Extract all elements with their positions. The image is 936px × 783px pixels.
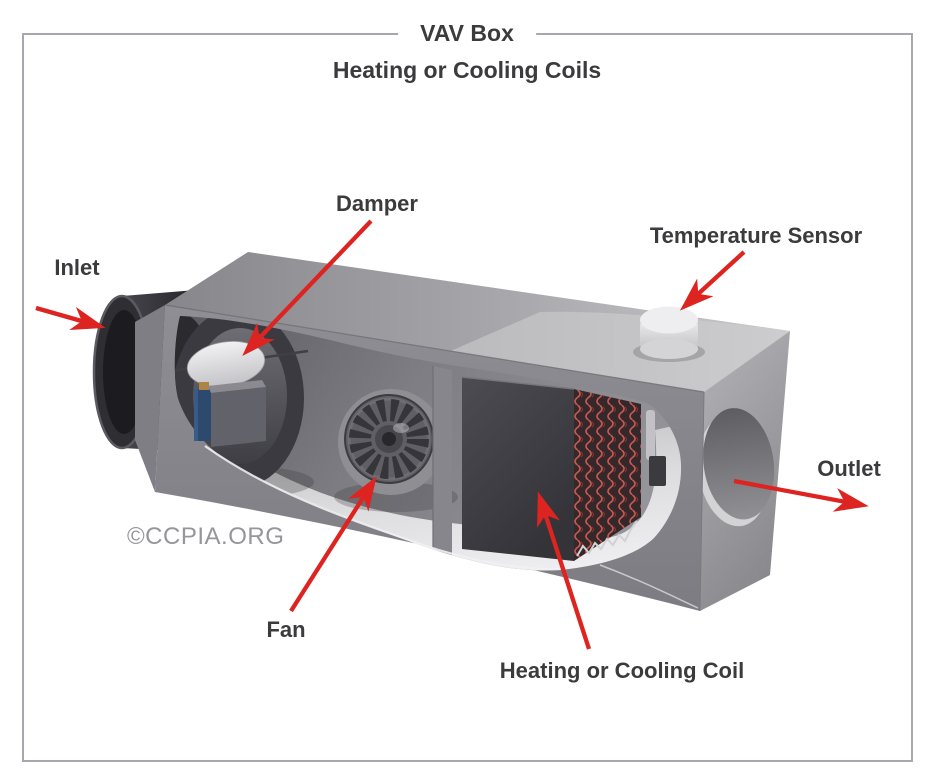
label-outlet: Outlet [817,456,881,481]
actuator-gray-box [211,387,266,447]
outlet-hole [698,408,775,527]
damper-actuator [194,380,266,447]
inlet-arrow [35,305,106,331]
bottom-edge-highlight [599,564,699,609]
temperature-sensor-dome [633,306,705,362]
interior-slot [649,456,666,486]
label-temperature-sensor: Temperature Sensor [649,223,863,248]
actuator-gray-box-top [208,380,266,393]
sensor-probe-pipe [646,410,655,460]
actuator-blue-body [194,389,211,441]
diagram-title-line2: Heating or Cooling Coils [332,57,602,83]
divider-panel [433,366,452,560]
label-fan: Fan [266,617,306,642]
box-front-top-edge [164,304,705,393]
fan-assembly [338,389,444,495]
box-right-face [698,331,790,611]
label-damper: Damper [336,191,418,216]
cut-edge-highlight [204,445,561,571]
temperature-sensor-arrow [679,250,746,311]
fan-blades [349,399,429,479]
outlet-arrow [733,478,869,512]
ccpia-watermark: ©CCPIA.ORG [127,523,285,550]
callout-arrows [35,219,869,650]
actuator-pin [199,382,209,390]
label-inlet: Inlet [54,255,100,280]
coil-base-fins [576,520,638,557]
diagram-title-line1: VAV Box [398,21,536,45]
damper-arrow [242,219,373,356]
label-heating-cooling-coil: Heating or Cooling Coil [499,658,745,683]
coil-arrow [537,491,592,650]
fan-arrow [289,476,377,613]
box-right-front-edge [699,391,705,612]
